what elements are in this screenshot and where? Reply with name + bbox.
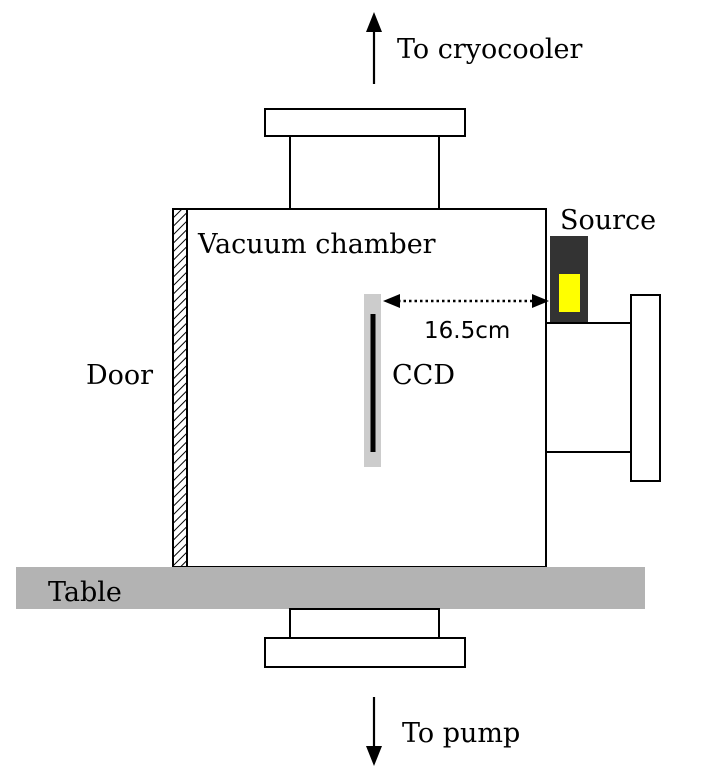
side-port-neck (545, 322, 632, 453)
to-pump-label: To pump (402, 718, 520, 749)
source-element (559, 274, 580, 312)
arrow-up-to-cryocooler (366, 12, 382, 84)
top-flange-plate (264, 108, 466, 137)
bottom-flange-plate (264, 637, 466, 668)
top-flange-neck (289, 135, 440, 210)
distance-dimension (383, 294, 549, 308)
side-port-plate (630, 294, 661, 482)
table (16, 567, 645, 609)
arrow-down-to-pump (366, 697, 382, 766)
to-cryocooler-label: To cryocooler (397, 34, 583, 65)
door-label: Door (86, 360, 153, 391)
source-label: Source (560, 205, 656, 236)
vacuum-chamber-label: Vacuum chamber (197, 229, 436, 260)
ccd-label: CCD (392, 360, 455, 391)
table-label: Table (48, 577, 122, 608)
bottom-flange-neck (289, 608, 440, 639)
door (172, 208, 188, 568)
distance-label: 16.5cm (424, 318, 510, 344)
